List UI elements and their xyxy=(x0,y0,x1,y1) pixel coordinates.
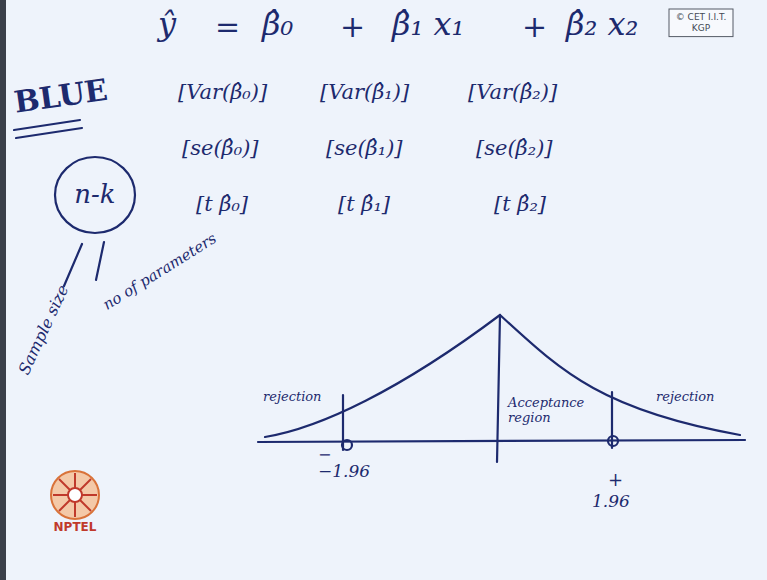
copyright-box: © CET I.I.T. KGP xyxy=(668,8,734,38)
std-error-term: [se(β̂₀)] xyxy=(182,136,259,160)
std-error-term: [se(β̂₂)] xyxy=(476,136,553,160)
region-label: rejection xyxy=(656,390,715,405)
region-label: Acceptance region xyxy=(508,396,580,426)
sign-mark: + xyxy=(608,470,623,491)
underline xyxy=(14,120,80,130)
axis-line xyxy=(258,440,745,442)
equation-term: β̂₁ x₁ xyxy=(392,6,464,43)
equation-sign: + xyxy=(340,10,365,45)
box-outline xyxy=(669,9,733,37)
heading-blue: BLUE xyxy=(12,73,110,120)
center-line xyxy=(497,315,500,462)
equation-term: β̂₂ x₂ xyxy=(566,6,638,43)
critical-point xyxy=(342,440,352,450)
leader-line xyxy=(96,242,104,280)
node-text: n-k xyxy=(74,179,115,210)
leader-line xyxy=(64,244,82,286)
underline xyxy=(16,128,82,138)
bell-curve xyxy=(265,315,740,437)
std-error-term: [se(β̂₁)] xyxy=(326,136,403,160)
critical-value: −1.96 xyxy=(318,462,370,482)
annotation: no of parameters xyxy=(100,230,220,314)
equation-term: β̂₀ xyxy=(262,6,293,43)
circled-note: n-k xyxy=(53,155,137,235)
critical-point xyxy=(608,436,618,446)
ellipse-outline xyxy=(55,157,135,233)
equation-term: ŷ xyxy=(158,6,176,43)
node-text: © CET I.I.T. KGP xyxy=(672,12,730,34)
variance-term: [Var(β̂₀)] xyxy=(178,80,267,104)
critical-line xyxy=(611,392,613,448)
region-label: rejection xyxy=(263,390,322,405)
annotation: Sample size xyxy=(15,282,73,378)
nptel-logo xyxy=(51,471,99,519)
board-edge xyxy=(0,0,6,580)
variance-term: [Var(β̂₁)] xyxy=(320,80,409,104)
variance-term: [Var(β̂₂)] xyxy=(468,80,557,104)
critical-value: 1.96 xyxy=(592,492,630,512)
equation-sign: + xyxy=(522,10,547,45)
equation-sign: = xyxy=(215,10,240,45)
t-statistic: [t β̂₂] xyxy=(494,192,546,216)
t-statistic: [t β̂₀] xyxy=(196,192,248,216)
t-statistic: [t β̂₁] xyxy=(338,192,390,216)
logo-text: NPTEL xyxy=(54,521,97,535)
